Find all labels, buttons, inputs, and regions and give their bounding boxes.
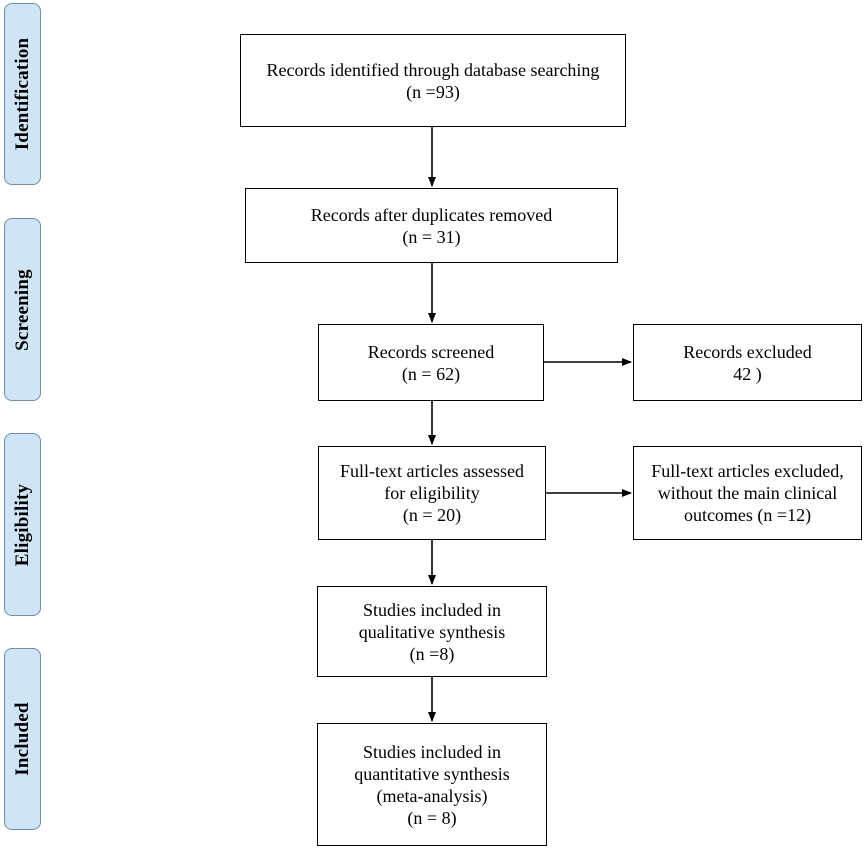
box-duplicates-removed: Records after duplicates removed (n = 31… — [245, 188, 618, 263]
box-duplicates-removed-count: (n = 31) — [402, 226, 461, 247]
box-fulltext-excluded: Full-text articles excluded, without the… — [633, 446, 862, 540]
stage-eligibility: Eligibility — [4, 433, 41, 616]
box-records-screened-text: Records screened — [367, 341, 495, 362]
box-fulltext-assessed: Full-text articles assessed for eligibil… — [318, 446, 546, 540]
box-fulltext-assessed-line1: Full-text articles assessed — [340, 461, 524, 481]
box-qualitative-line1: Studies included in — [363, 599, 501, 620]
box-duplicates-removed-text: Records after duplicates removed — [310, 204, 553, 225]
stage-included: Included — [4, 648, 41, 830]
box-fulltext-excluded-line1: Full-text articles excluded, — [651, 461, 844, 481]
box-qualitative-count: (n =8) — [409, 643, 455, 664]
box-fulltext-excluded-line2: without the main clinical — [657, 483, 838, 503]
box-records-identified: Records identified through database sear… — [240, 34, 626, 127]
box-fulltext-excluded-line3: outcomes (n =12) — [683, 505, 812, 525]
box-records-identified-text: Records identified through database sear… — [266, 59, 600, 80]
box-records-excluded: Records excluded 42 ) — [633, 324, 862, 401]
box-qualitative-line2: qualitative synthesis — [358, 621, 506, 642]
box-records-identified-count: (n =93) — [406, 81, 460, 102]
stage-screening: Screening — [4, 218, 41, 401]
stage-identification: Identification — [4, 3, 41, 185]
box-records-screened: Records screened (n = 62) — [318, 324, 544, 401]
box-records-excluded-text: Records excluded — [683, 341, 812, 362]
box-records-excluded-count: 42 ) — [733, 363, 762, 384]
box-fulltext-assessed-count: (n = 20) — [402, 505, 462, 525]
box-quantitative-synthesis: Studies included in quantitative synthes… — [317, 723, 547, 846]
box-quantitative-line2: quantitative synthesis — [354, 763, 510, 784]
box-quantitative-count: (n = 8) — [407, 807, 457, 828]
box-quantitative-line3: (meta-analysis) — [376, 785, 488, 806]
box-fulltext-assessed-line2: for eligibility — [384, 483, 480, 503]
box-quantitative-line1: Studies included in — [363, 741, 501, 762]
box-qualitative-synthesis: Studies included in qualitative synthesi… — [317, 586, 547, 677]
box-records-screened-count: (n = 62) — [401, 363, 461, 384]
